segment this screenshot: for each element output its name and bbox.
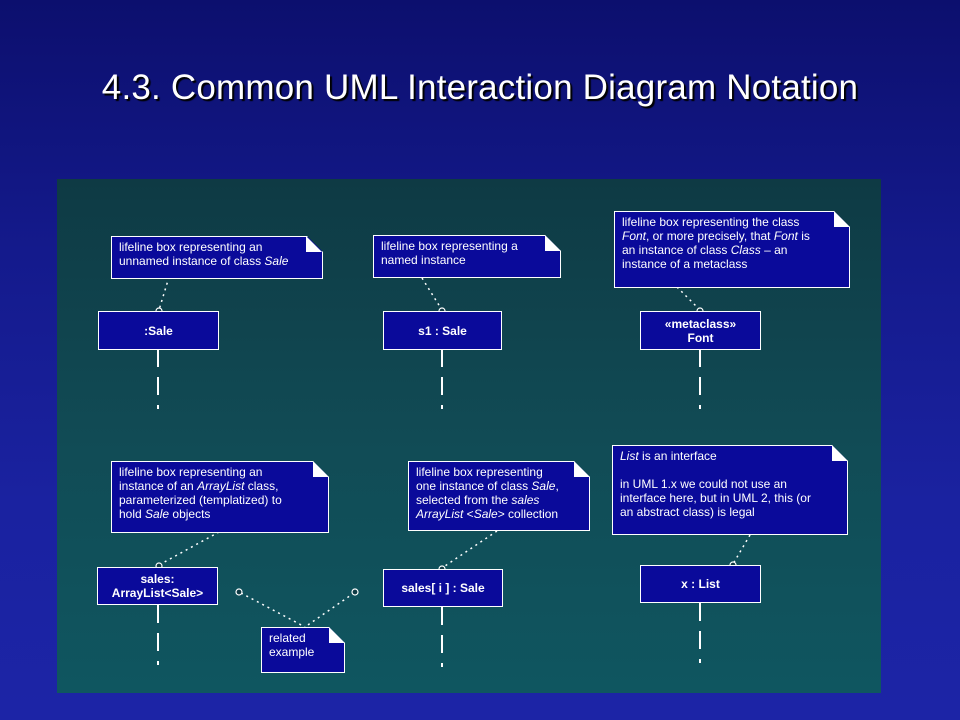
note-interface: List is an interface in UML 1.x we could…: [612, 445, 848, 535]
note-fold-3: [834, 211, 850, 227]
anchor-line-2: [421, 277, 443, 311]
diagram-panel: lifeline box representing an unnamed ins…: [57, 179, 881, 693]
stereotype-label: «metaclass»: [664, 316, 737, 331]
lifeline-label: ArrayList<Sale>: [111, 586, 204, 600]
slide-title: 4.3. Common UML Interaction Diagram Nota…: [101, 68, 859, 107]
note-fold-5: [574, 461, 590, 477]
anchor-line-5: [441, 530, 498, 569]
lifeline-box-s1-sale[interactable]: s1 : Sale: [383, 311, 502, 350]
note-unnamed-instance: lifeline box representing an unnamed ins…: [111, 236, 323, 279]
note-fold-1: [306, 236, 322, 252]
lifeline-label: x : List: [681, 577, 720, 591]
note-named-instance: lifeline box representing a named instan…: [373, 235, 561, 278]
note-fold-7: [329, 627, 345, 643]
lifeline-label: sales[ i ] : Sale: [401, 581, 485, 595]
note-arraylist-instance: lifeline box representing an instance of…: [111, 461, 329, 533]
note-fold-2: [545, 235, 561, 251]
lifeline-box-sales-i-sale[interactable]: sales[ i ] : Sale: [383, 569, 503, 607]
anchor-line-6: [732, 534, 751, 565]
note-metaclass: lifeline box representing the class Font…: [614, 211, 850, 288]
lifeline-label: Font: [687, 330, 714, 345]
note-selected-instance: lifeline box representing one instance o…: [408, 461, 590, 531]
anchor-circle-8: [351, 588, 359, 596]
lifeline-box-x-list[interactable]: x : List: [640, 565, 761, 603]
lifeline-label: sales:: [140, 572, 175, 586]
lifeline-label: s1 : Sale: [418, 323, 467, 338]
anchor-line-3: [676, 286, 701, 311]
related-link-right: [304, 592, 355, 628]
note-fold-6: [832, 445, 848, 461]
note-fold-4: [313, 461, 329, 477]
related-link-left: [240, 592, 306, 628]
lifeline-box-sales-arraylist[interactable]: sales: ArrayList<Sale>: [97, 567, 218, 605]
anchor-circle-7: [235, 588, 243, 596]
anchor-line-1: [158, 276, 170, 311]
lifeline-box-metaclass-font[interactable]: «metaclass» Font: [640, 311, 761, 350]
anchor-line-4: [158, 531, 220, 566]
lifeline-box-sale[interactable]: :Sale: [98, 311, 219, 350]
lifeline-label: :Sale: [144, 323, 173, 338]
diagram-connectors: [155, 276, 751, 667]
